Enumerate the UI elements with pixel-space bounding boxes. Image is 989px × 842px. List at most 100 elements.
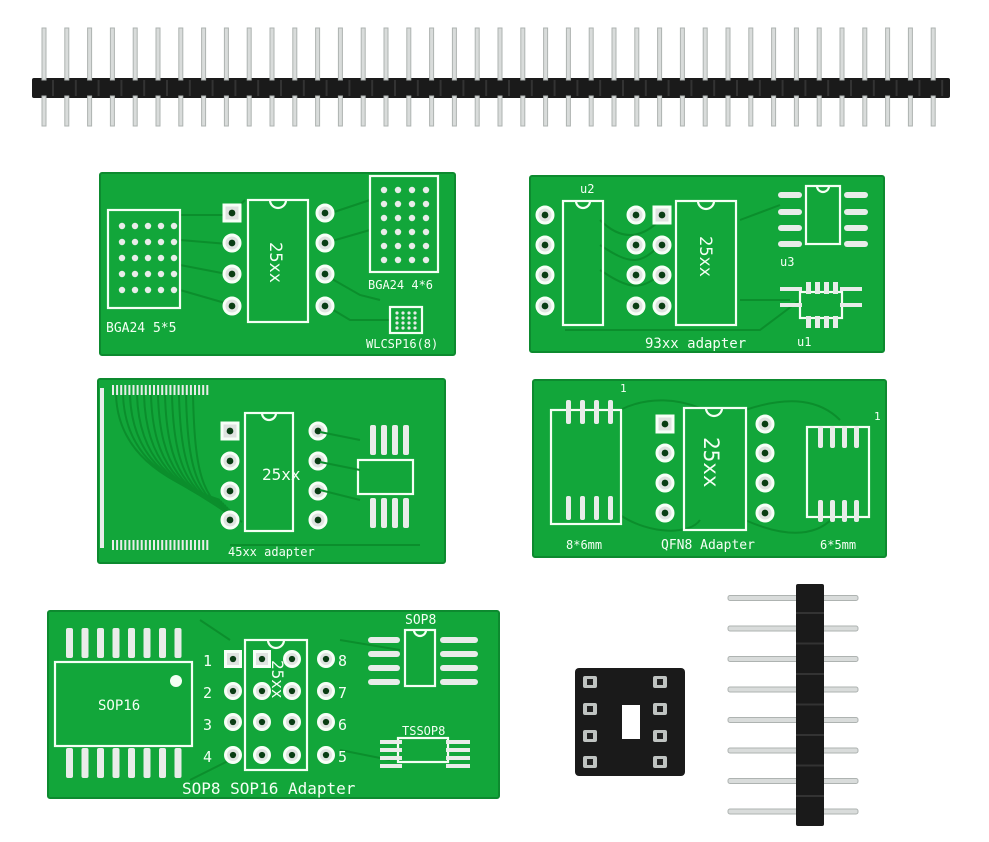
drill-hole [658, 241, 666, 249]
smd-pad [368, 679, 400, 685]
header-separator [667, 80, 670, 96]
sop8-pin-1-label: 1 [203, 652, 212, 670]
bga-ball-pad [408, 228, 416, 236]
bga-ball-pad [118, 270, 126, 278]
smd-pad [446, 748, 470, 752]
tsop-pad [194, 540, 196, 550]
header-separator [713, 80, 716, 96]
smd-pad [112, 628, 120, 658]
bga-ball-pad [170, 286, 178, 294]
u3-label: u3 [780, 255, 794, 269]
sop8-pin-6-label: 6 [338, 716, 347, 734]
header-separator [462, 80, 465, 96]
header-separator [257, 80, 260, 96]
header-separator [394, 80, 396, 96]
bga-ball-pad [422, 256, 430, 264]
header-pin [679, 95, 685, 127]
smd-pad [380, 748, 402, 752]
header-pin [429, 95, 435, 127]
header-pin [702, 95, 708, 127]
smd-pad [854, 500, 859, 522]
tsop-pad [198, 540, 201, 550]
smd-pad [368, 665, 400, 671]
header-pin [748, 95, 754, 127]
smd-pad [381, 425, 387, 455]
smd-pad [608, 496, 613, 520]
bga-adapter-board: 25xx BGA24 5*5 BGA24 4*6 WLCSP16(8) [99, 172, 456, 356]
header-pin [588, 95, 594, 127]
header-pin [793, 95, 799, 127]
smd-pad [830, 426, 835, 448]
bga24-4x6-label: BGA24 4*6 [368, 278, 433, 292]
header-pin [727, 656, 859, 662]
wlcsp-ball [413, 311, 417, 315]
drill-hole [314, 487, 322, 495]
tsop-pad [136, 540, 139, 550]
header-pin [634, 27, 640, 81]
socket-contact-hole [587, 733, 593, 739]
smd-pad [566, 496, 571, 520]
header-separator [211, 80, 214, 96]
header-separator [796, 612, 824, 614]
header-pin [727, 595, 859, 601]
smd-pad [446, 756, 470, 760]
header-pin [87, 95, 93, 127]
header-separator [485, 80, 488, 96]
smd-pad [840, 303, 862, 307]
tsop-pad [120, 385, 123, 395]
header-pin [885, 95, 891, 127]
tsop-pad [181, 540, 184, 550]
header-separator [796, 734, 824, 736]
sop8-pin-5-label: 5 [338, 748, 347, 766]
socket-contact-hole [657, 706, 663, 712]
smd-pad [815, 316, 820, 328]
smd-pad [128, 628, 135, 658]
bga-ball-pad [131, 270, 139, 278]
tsop-pad [136, 385, 139, 395]
header-pin [816, 95, 822, 127]
header-separator [553, 80, 556, 96]
socket-contact-hole [657, 759, 663, 765]
bga-ball-pad [394, 242, 402, 250]
header-separator [97, 80, 100, 96]
tsop-pad [202, 385, 205, 395]
header-pin [565, 95, 571, 127]
wlcsp-ball [401, 321, 405, 325]
header-pin [611, 95, 617, 127]
socket-contact-hole [587, 706, 593, 712]
header-pin [292, 95, 298, 127]
header-separator [74, 80, 77, 96]
header-pin [565, 27, 571, 81]
smd-pad [778, 225, 802, 231]
socket-contact-hole [657, 733, 663, 739]
bga-ball-pad [422, 242, 430, 250]
tsop-pad [140, 385, 143, 395]
header-pin [520, 27, 526, 81]
header-pin [727, 747, 859, 754]
bga-ball-pad [422, 214, 430, 222]
header-pin [474, 95, 480, 127]
header-pin [793, 27, 799, 81]
drill-hole [541, 211, 549, 219]
drill-hole [632, 271, 640, 279]
smd-pad [446, 764, 470, 768]
sop8-dip-pads [224, 650, 335, 764]
tsop-pad [144, 385, 147, 395]
tsop-pad [185, 540, 188, 550]
smd-pad [143, 748, 151, 778]
header-pin [223, 95, 229, 127]
tsop-pad [194, 385, 196, 395]
header-pin [201, 27, 207, 81]
smd-pad [159, 628, 166, 658]
drill-hole [229, 751, 237, 759]
wlcsp-ball [407, 326, 411, 330]
drill-hole [321, 239, 329, 247]
bga-ball-pad [394, 200, 402, 208]
adapter-45xx-title: 45xx adapter [228, 545, 315, 559]
drill-hole [321, 209, 329, 217]
drill-hole [288, 751, 296, 759]
header-separator [166, 80, 168, 96]
drill-hole [228, 302, 236, 310]
header-pin [727, 778, 859, 784]
